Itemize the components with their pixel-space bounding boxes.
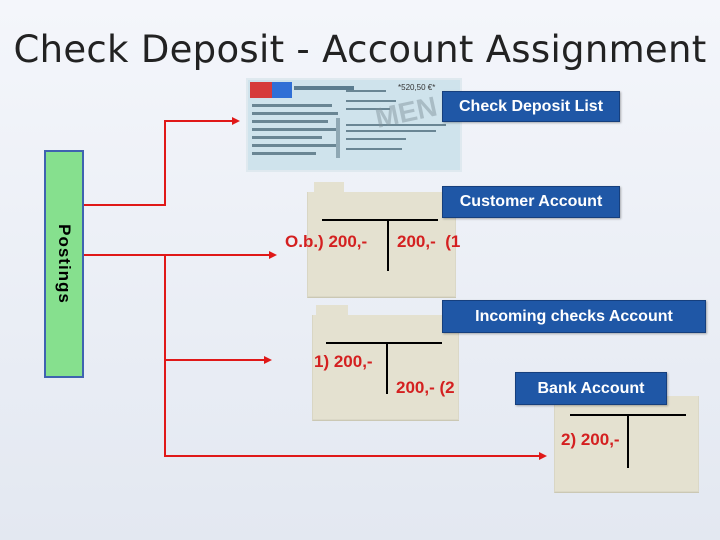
customer-debit-entry: O.b.) 200,- [285,232,367,252]
customer-t-account-divider [387,219,389,271]
incoming-debit-entry: 1) 200,- [314,352,373,372]
arrow-to-incoming-checks [165,255,270,360]
customer-account-label: Customer Account [442,186,620,218]
check-deposit-list-label: Check Deposit List [442,91,620,122]
incoming-t-account-divider [386,342,388,394]
check-slip-icon: *520,50 €* MEN [246,78,462,172]
postings-label: Postings [54,224,74,304]
bank-t-account-divider [627,414,629,468]
incoming-t-account-top [326,342,442,344]
customer-t-account-top [322,219,438,221]
incoming-credit-entry: 200,- (2 [396,378,455,398]
check-deposit-image: *520,50 €* MEN [246,78,462,172]
incoming-checks-account-label: Incoming checks Account [442,300,706,333]
bank-debit-entry: 2) 200,- [561,430,620,450]
bank-account-label: Bank Account [515,372,667,405]
postings-bar: Postings [44,150,84,378]
customer-credit-entry: 200,- (1 [397,232,460,252]
arrow-to-check-list [84,121,238,205]
